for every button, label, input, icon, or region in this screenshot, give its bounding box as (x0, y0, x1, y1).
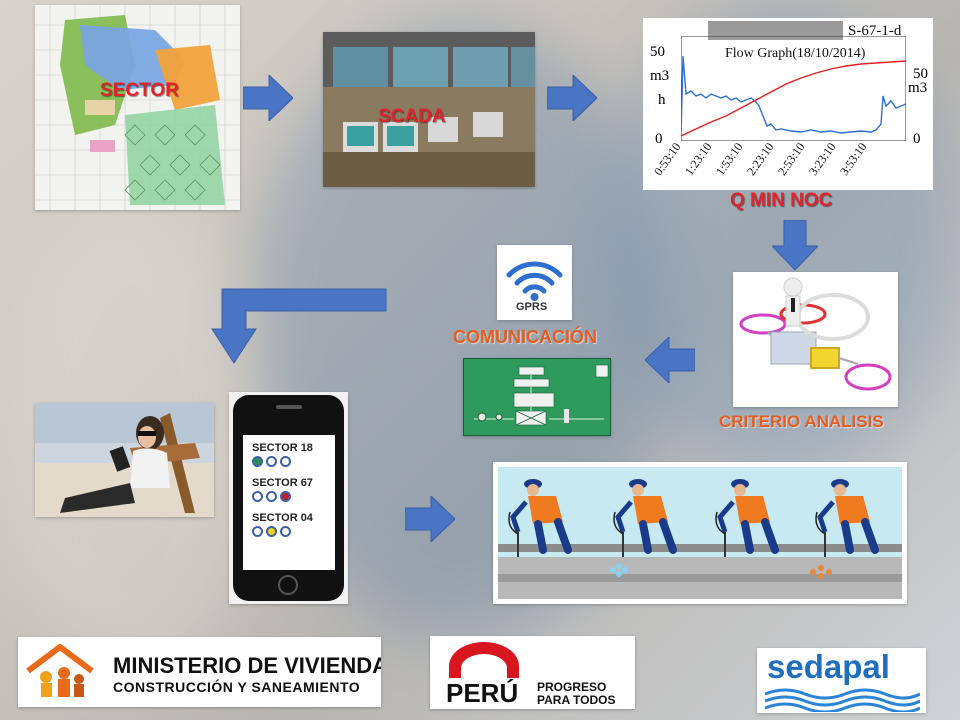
arrow-right-icon (405, 496, 455, 542)
phone-panel: SECTOR 18 SECTOR 67 SECTOR 04 (229, 392, 348, 604)
arrow-bend-down-icon (211, 288, 387, 364)
arrow-right-icon (547, 75, 597, 121)
house-logo-icon (26, 644, 94, 697)
peru-word: PERÚ (446, 678, 519, 708)
comunicacion-label: COMUNICACIÓN (453, 327, 597, 347)
flow-graph-title: Flow Graph(18/10/2014) (725, 46, 866, 61)
sector-label: SECTOR (100, 80, 179, 101)
y-left-max: 50 (650, 44, 665, 60)
x-tick-label: 3:23:10 (806, 139, 839, 179)
sedapal-logo: sedapal (757, 648, 926, 713)
worker-figure (715, 479, 779, 557)
x-tick-label: 1:53:10 (713, 139, 746, 179)
x-tick-label: 3:53:10 (837, 139, 870, 179)
flow-graph-id: S-67-1-d (848, 23, 902, 39)
y-left-unit-h: h (658, 92, 666, 108)
gprs-logo-panel: GPRS (497, 245, 572, 320)
criterio-panel (733, 272, 898, 407)
peru-arch-icon (449, 642, 519, 678)
status-dot (266, 491, 277, 502)
status-dot (280, 456, 291, 467)
status-dot (266, 456, 277, 467)
y-right-unit: m3 (908, 80, 928, 96)
sector-map-panel: SECTOR (35, 5, 240, 210)
y-left-min: 0 (655, 131, 663, 147)
arrow-right-icon (243, 75, 293, 121)
ministerio-subtitle: CONSTRUCCIÓN Y SANEAMIENTO (113, 679, 361, 695)
sector-map-image (35, 5, 240, 210)
phone-sector-name[interactable]: SECTOR 67 (252, 477, 313, 489)
phone-speaker (276, 405, 302, 409)
phone-sector-name[interactable]: SECTOR 04 (252, 512, 313, 524)
workers-panel (493, 462, 907, 604)
status-dot (280, 526, 291, 537)
y-right-min: 0 (913, 131, 921, 147)
comunicacion-schematic (463, 358, 611, 436)
worker-figure (508, 479, 572, 557)
peru-slogan-2: PARA TODOS (537, 693, 616, 707)
phone-sector-list: SECTOR 18 SECTOR 67 SECTOR 04 (252, 442, 335, 537)
gprs-text: GPRS (516, 301, 548, 313)
leak-detection-workers-image (493, 462, 907, 604)
wifi-icon (497, 245, 572, 320)
status-dot (266, 526, 277, 537)
flow-blue-series (681, 55, 906, 137)
worker-figure (815, 479, 879, 557)
arrow-left-icon (645, 337, 695, 383)
peru-slogan-1: PROGRESO (537, 680, 607, 694)
worker-figure (613, 479, 677, 557)
x-tick-label: 1:23:10 (682, 139, 715, 179)
phone-sector-status-dots (252, 456, 335, 467)
status-dot (280, 491, 291, 502)
y-right-max: 50 (913, 66, 928, 82)
smartphone-frame: SECTOR 18 SECTOR 67 SECTOR 04 (233, 395, 344, 601)
ministerio-logo: MINISTERIO DE VIVIENDA CONSTRUCCIÓN Y SA… (18, 637, 381, 707)
scada-control-room-image (323, 32, 535, 187)
ministerio-title: MINISTERIO DE VIVIENDA (113, 653, 381, 678)
status-dot (252, 526, 263, 537)
woman-tablet-image (35, 403, 214, 517)
status-dot (252, 491, 263, 502)
flow-graph-plot (681, 36, 906, 141)
criterio-illustration (733, 272, 898, 407)
flow-red-series (681, 60, 906, 137)
q-min-noc-label: Q MIN NOC (730, 190, 833, 211)
status-dot (252, 456, 263, 467)
water-waves-icon (765, 688, 920, 712)
scada-panel: SCADA (323, 32, 535, 187)
home-button[interactable] (278, 575, 298, 595)
woman-tablet-photo (35, 403, 214, 517)
redacted-block (708, 21, 843, 40)
phone-sector-name[interactable]: SECTOR 18 (252, 442, 313, 454)
phone-sector-status-dots (252, 526, 335, 537)
x-tick-label: 2:53:10 (775, 139, 808, 179)
arrow-down-icon (772, 220, 818, 270)
flow-graph-panel: S-67-1-d Flow Graph(18/10/2014) 50 m3 h … (643, 18, 933, 190)
y-left-unit: m3 (650, 68, 670, 84)
peru-logo: PERÚ PROGRESO PARA TODOS (430, 636, 635, 709)
schematic-diagram (464, 359, 610, 435)
scada-label: SCADA (378, 106, 446, 127)
phone-screen: SECTOR 18 SECTOR 67 SECTOR 04 (243, 435, 335, 570)
criterio-label: CRITERIO ANALISIS (719, 412, 884, 431)
sedapal-text: sedapal (767, 648, 890, 685)
phone-sector-status-dots (252, 491, 335, 502)
x-tick-label: 2:23:10 (744, 139, 777, 179)
